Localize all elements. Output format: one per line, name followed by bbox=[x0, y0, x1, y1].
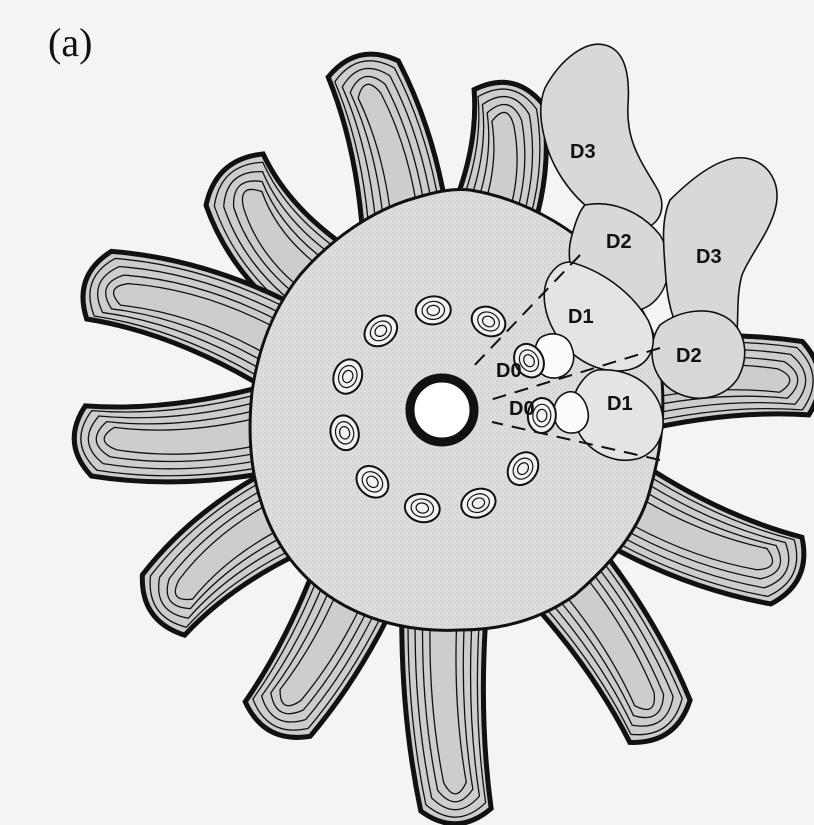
label-d3-lower: D3 bbox=[696, 246, 722, 268]
central-channel-ring bbox=[410, 378, 474, 442]
label-d3-upper: D3 bbox=[570, 141, 596, 163]
label-d0-lower: D0 bbox=[509, 398, 535, 420]
label-d2-upper: D2 bbox=[606, 231, 632, 253]
label-d1-lower: D1 bbox=[607, 393, 633, 415]
panel-label: (a) bbox=[48, 20, 92, 65]
label-d2-lower: D2 bbox=[676, 345, 702, 367]
label-d1-upper: D1 bbox=[568, 306, 594, 328]
label-d0-upper: D0 bbox=[496, 360, 522, 382]
